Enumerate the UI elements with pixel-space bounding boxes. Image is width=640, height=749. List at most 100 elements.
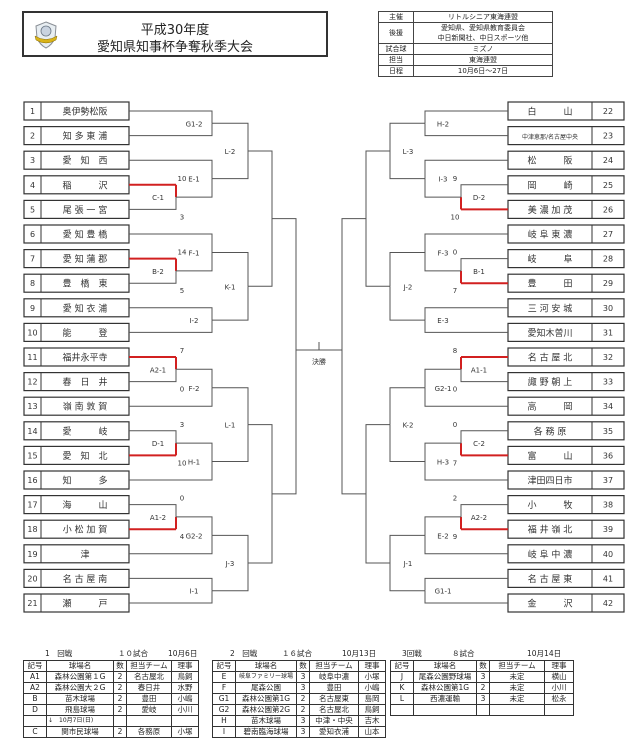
schedule-cell: 3: [296, 682, 310, 694]
game-label: I-3: [438, 176, 447, 184]
team-name: 富 山: [527, 450, 572, 462]
game-label: K-2: [403, 422, 414, 430]
schedule-cell: 森林公園第1G: [413, 682, 477, 694]
bracket-line: [212, 150, 249, 180]
team-seed-number: 12: [27, 378, 37, 387]
schedule-cell: 球場名: [46, 660, 114, 672]
score: 10: [451, 213, 460, 221]
team-seed-number: 33: [603, 378, 613, 387]
schedule-cell: [23, 715, 47, 727]
team-seed-number: 32: [603, 353, 613, 362]
schedule-cell: 愛岐: [126, 704, 172, 716]
league-shield-logo-icon: [34, 21, 58, 49]
game-label: E-3: [437, 317, 448, 325]
schedule-cell: 島岡: [358, 693, 386, 705]
game-label: G2-2: [186, 532, 203, 540]
schedule-cell: F: [212, 682, 236, 694]
score: 4: [180, 533, 185, 541]
schedule-cell: 関市民球場: [46, 726, 114, 738]
game-label: A1-2: [150, 514, 166, 522]
bracket-line: [129, 535, 213, 555]
game-label: J-3: [225, 560, 235, 568]
game-label: L-3: [403, 148, 414, 156]
team-seed-number: 20: [27, 574, 37, 583]
bracket-line: [424, 461, 508, 481]
schedule-cell: 小川: [171, 704, 199, 716]
team-name: 福 井 嶺 北: [528, 524, 573, 536]
schedule-cell: [489, 704, 545, 716]
team-seed-number: 10: [27, 328, 37, 337]
schedule-cell: 理事: [171, 660, 199, 672]
team-name: 愛 知 豊 橋: [63, 229, 108, 241]
bracket-line: [389, 534, 425, 564]
team-name: 豊 田: [527, 278, 572, 290]
schedule-cell: 3: [296, 715, 310, 727]
schedule-cell: 理事: [358, 660, 386, 672]
schedule-cell: [413, 704, 477, 716]
game-label: A2-1: [150, 366, 166, 374]
schedule-cell: 森林公園大２G: [46, 682, 114, 694]
team-name: 岐 阜: [527, 253, 572, 265]
schedule-cell: 未定: [489, 671, 545, 683]
schedule-cell: [126, 715, 172, 727]
bracket-line: [212, 534, 249, 564]
bracket-line: [176, 516, 213, 536]
schedule-cell: 2: [113, 726, 127, 738]
schedule-cell: 名古屋北: [126, 671, 172, 683]
bracket-line: [176, 442, 213, 462]
schedule-cell: B: [23, 693, 47, 705]
schedule-cell: [544, 704, 574, 716]
score: 3: [180, 421, 184, 429]
bracket-line: [365, 150, 390, 287]
title-tournament-name: 愛知県知事杯争奪秋季大会: [96, 40, 253, 55]
schedule-cell: 苗木球場: [235, 715, 297, 727]
score: 7: [453, 459, 457, 467]
bracket-line: [129, 504, 177, 517]
team-name: 名 古 屋 東: [528, 573, 573, 585]
team-name: 美 濃 加 茂: [528, 204, 573, 216]
game-label: J-1: [403, 560, 413, 568]
bracket-line: [389, 251, 425, 287]
schedule-cell: J: [390, 671, 414, 683]
team-name: 白 山: [527, 106, 572, 118]
bracket-line: [389, 563, 425, 592]
schedule-cell: 小塚: [171, 726, 199, 738]
score: 0: [180, 386, 184, 394]
bracket-line: [424, 387, 508, 407]
schedule-cell: 小嶋: [358, 682, 386, 694]
team-name: 豊 橋 東: [62, 278, 107, 290]
schedule-cell: [476, 704, 490, 716]
game-label: B-1: [473, 268, 485, 276]
schedule-cell: 2: [113, 671, 127, 683]
bracket-line: [212, 387, 249, 425]
team-seed-number: 31: [603, 328, 613, 337]
team-name: 能 登: [62, 327, 107, 339]
schedule-cell: 横山: [544, 671, 574, 683]
schedule-cell: 尾森公園: [235, 682, 297, 694]
info-value-line: 愛知県、愛知県教育委員会: [441, 24, 525, 32]
schedule-round-label: 3回戦: [402, 649, 422, 658]
team-seed-number: 4: [30, 181, 35, 190]
schedule-cell: 愛知衣浦: [309, 726, 359, 738]
team-name: 岐 阜 中 濃: [528, 548, 573, 560]
team-seed-number: 39: [603, 525, 613, 534]
schedule-cell: A1: [23, 671, 47, 683]
team-name: 名 古 屋 北: [528, 352, 573, 364]
game-label: D-2: [473, 194, 485, 202]
schedule-cell: 名古屋東: [309, 693, 359, 705]
schedule-header-row: 記号球場名数担当チーム理事: [390, 660, 574, 672]
game-label: A2-2: [471, 514, 487, 522]
team-name: 知 多 東 浦: [63, 130, 108, 142]
bracket-line: [212, 424, 249, 463]
game-label: C-2: [473, 440, 485, 448]
game-label: H-2: [437, 120, 449, 128]
schedule-cell: 春日井: [126, 682, 172, 694]
schedule-cell: 数: [113, 660, 127, 672]
team-seed-number: 35: [603, 427, 613, 436]
game-label: F-3: [437, 249, 448, 257]
schedule-cell: 森林公園第１G: [46, 671, 114, 683]
